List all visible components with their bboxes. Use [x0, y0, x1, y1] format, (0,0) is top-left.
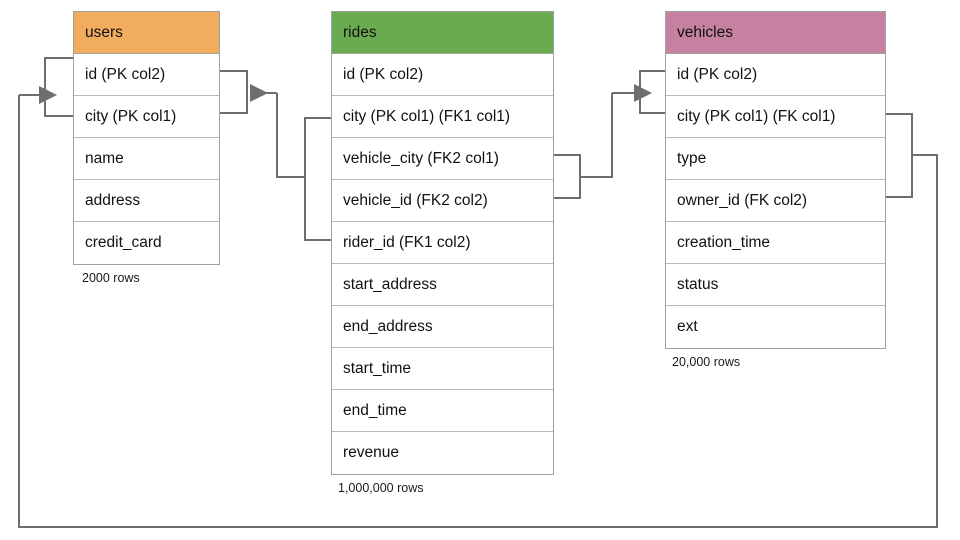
- table-rides-column-vehicle-id[interactable]: vehicle_id (FK2 col2): [332, 180, 553, 222]
- table-vehicles-header: vehicles: [666, 12, 885, 54]
- table-users[interactable]: users id (PK col2) city (PK col1) name a…: [73, 11, 220, 265]
- connector-rides-rider-to-users: [220, 70, 331, 241]
- table-users-column-city[interactable]: city (PK col1): [74, 96, 219, 138]
- table-rides-column-city[interactable]: city (PK col1) (FK1 col1): [332, 96, 553, 138]
- table-rides[interactable]: rides id (PK col2) city (PK col1) (FK1 c…: [331, 11, 554, 475]
- table-rides-column-end-time[interactable]: end_time: [332, 390, 553, 432]
- table-users-column-credit-card[interactable]: credit_card: [74, 222, 219, 264]
- table-users-header: users: [74, 12, 219, 54]
- table-vehicles-row-count: 20,000 rows: [672, 355, 741, 369]
- table-rides-column-id[interactable]: id (PK col2): [332, 54, 553, 96]
- table-rides-column-start-time[interactable]: start_time: [332, 348, 553, 390]
- table-users-column-address[interactable]: address: [74, 180, 219, 222]
- table-users-row-count: 2000 rows: [82, 271, 140, 285]
- table-rides-column-revenue[interactable]: revenue: [332, 432, 553, 474]
- table-vehicles-column-owner-id[interactable]: owner_id (FK col2): [666, 180, 885, 222]
- table-rides-column-vehicle-city[interactable]: vehicle_city (FK2 col1): [332, 138, 553, 180]
- table-rides-header: rides: [332, 12, 553, 54]
- table-rides-column-rider-id[interactable]: rider_id (FK1 col2): [332, 222, 553, 264]
- table-vehicles-column-id[interactable]: id (PK col2): [666, 54, 885, 96]
- table-users-column-name[interactable]: name: [74, 138, 219, 180]
- table-users-column-id[interactable]: id (PK col2): [74, 54, 219, 96]
- table-vehicles-column-city[interactable]: city (PK col1) (FK col1): [666, 96, 885, 138]
- table-vehicles[interactable]: vehicles id (PK col2) city (PK col1) (FK…: [665, 11, 886, 349]
- table-vehicles-column-creation-time[interactable]: creation_time: [666, 222, 885, 264]
- connector-rides-vehicle-to-vehicles: [554, 70, 665, 199]
- table-rides-row-count: 1,000,000 rows: [338, 481, 424, 495]
- table-rides-column-end-address[interactable]: end_address: [332, 306, 553, 348]
- table-rides-column-start-address[interactable]: start_address: [332, 264, 553, 306]
- table-vehicles-column-type[interactable]: type: [666, 138, 885, 180]
- table-vehicles-column-status[interactable]: status: [666, 264, 885, 306]
- table-vehicles-column-ext[interactable]: ext: [666, 306, 885, 348]
